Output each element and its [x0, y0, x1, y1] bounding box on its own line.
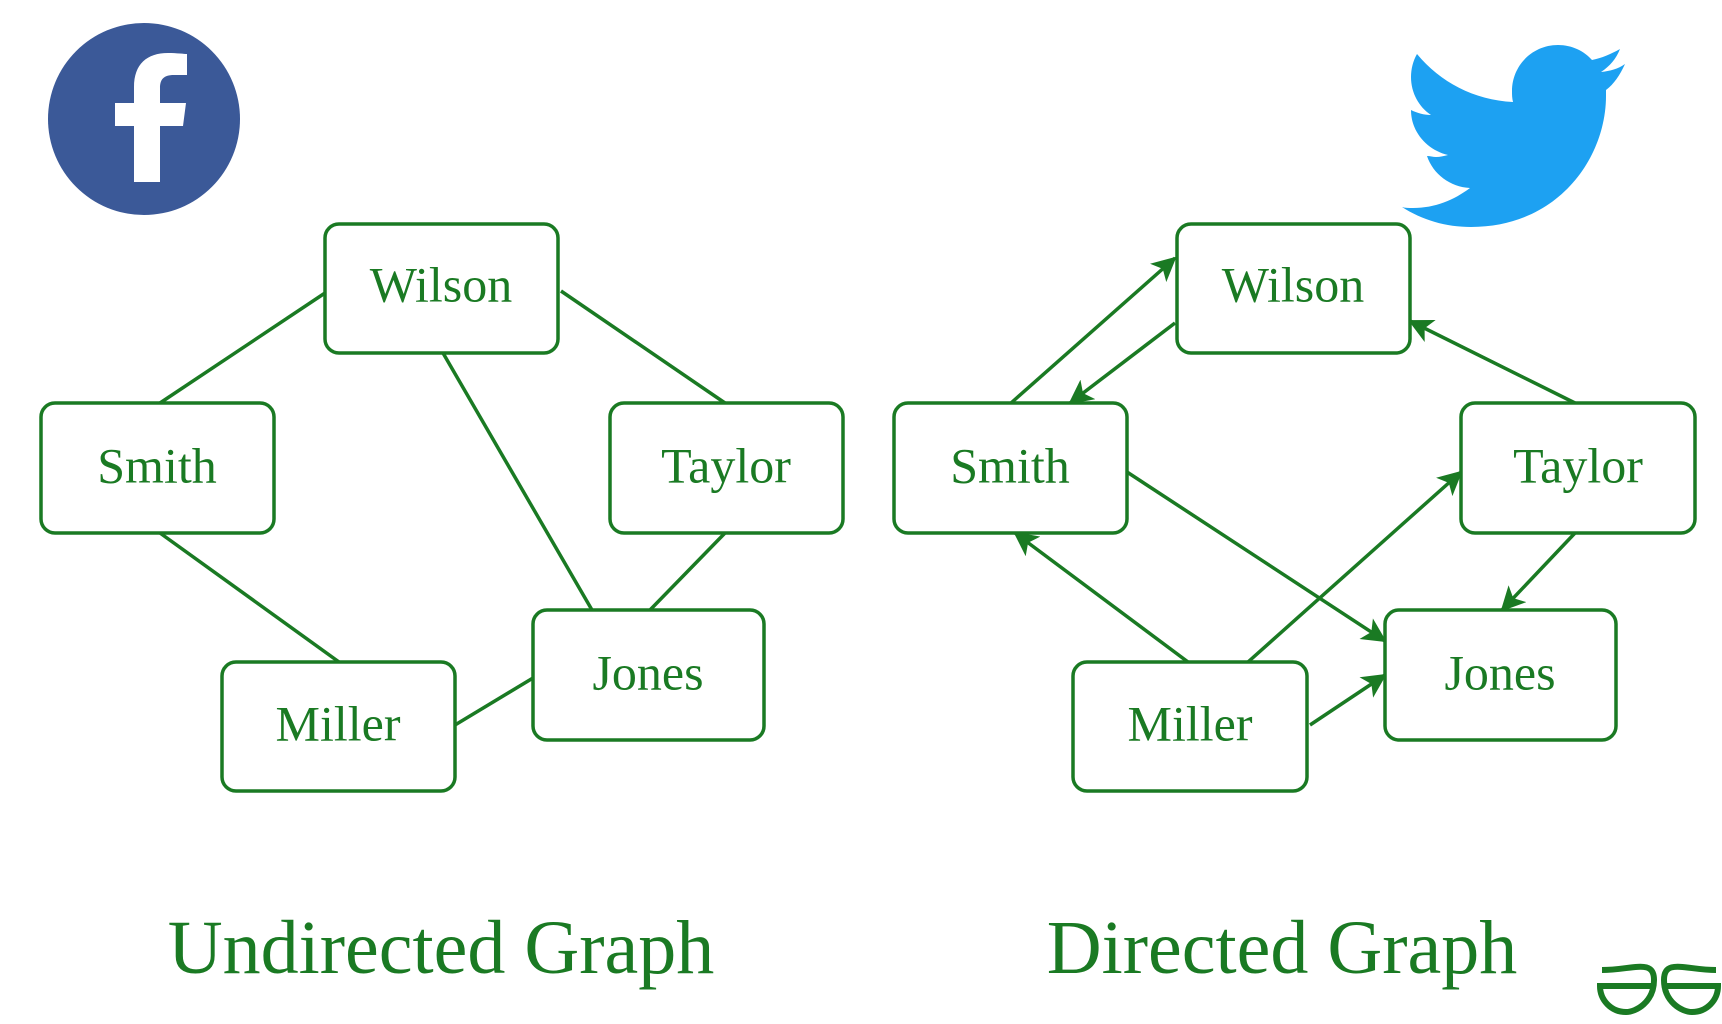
- node-label: Jones: [592, 644, 703, 700]
- node-label: Jones: [1444, 644, 1555, 700]
- node-label: Wilson: [370, 256, 512, 312]
- arrow-miller-to-jones: [1309, 673, 1387, 727]
- node-taylor: Taylor: [1459, 401, 1697, 535]
- node-label: Smith: [950, 437, 1069, 493]
- node-wilson: Wilson: [323, 222, 560, 355]
- node-taylor: Taylor: [608, 401, 845, 535]
- node-miller: Miller: [1071, 660, 1309, 793]
- node-wilson: Wilson: [1175, 222, 1412, 355]
- arrow-smith-to-jones: [1126, 470, 1387, 643]
- geeksforgeeks-logo: [1596, 963, 1722, 1016]
- edge-smith-miller: [158, 531, 341, 664]
- edge-wilson-smith: [159, 291, 326, 405]
- arrow-taylor-to-wilson: [1408, 319, 1576, 405]
- edge-wilson-jones: [441, 352, 594, 611]
- arrow-smith-to-wilson: [1009, 256, 1177, 405]
- node-label: Miller: [276, 695, 401, 751]
- arrow-wilson-to-smith: [1068, 321, 1177, 405]
- node-jones: Jones: [531, 608, 766, 742]
- node-jones: Jones: [1383, 608, 1618, 742]
- twitter-logo: [1402, 45, 1625, 227]
- node-label: Wilson: [1222, 256, 1364, 312]
- directed-edges: [1009, 256, 1577, 727]
- undirected-edges: [158, 289, 727, 727]
- node-smith: Smith: [892, 401, 1129, 535]
- node-label: Taylor: [661, 437, 791, 493]
- node-label: Miller: [1128, 695, 1253, 751]
- node-label: Taylor: [1513, 437, 1643, 493]
- directed-graph: Wilson Smith Taylor Miller Jones Directe…: [892, 222, 1697, 990]
- edge-wilson-taylor: [560, 289, 726, 405]
- node-miller: Miller: [220, 660, 457, 793]
- undirected-caption: Undirected Graph: [168, 906, 715, 990]
- node-smith: Smith: [39, 401, 276, 535]
- undirected-graph: Wilson Smith Taylor Miller Jones Undirec…: [39, 222, 845, 990]
- arrow-miller-to-smith: [1013, 531, 1190, 664]
- arrow-miller-to-taylor: [1246, 470, 1463, 664]
- edge-taylor-jones: [648, 531, 727, 612]
- edge-miller-jones: [454, 676, 534, 727]
- arrow-taylor-to-jones: [1500, 531, 1577, 612]
- facebook-logo: [48, 23, 240, 215]
- directed-caption: Directed Graph: [1047, 906, 1518, 990]
- node-label: Smith: [97, 437, 216, 493]
